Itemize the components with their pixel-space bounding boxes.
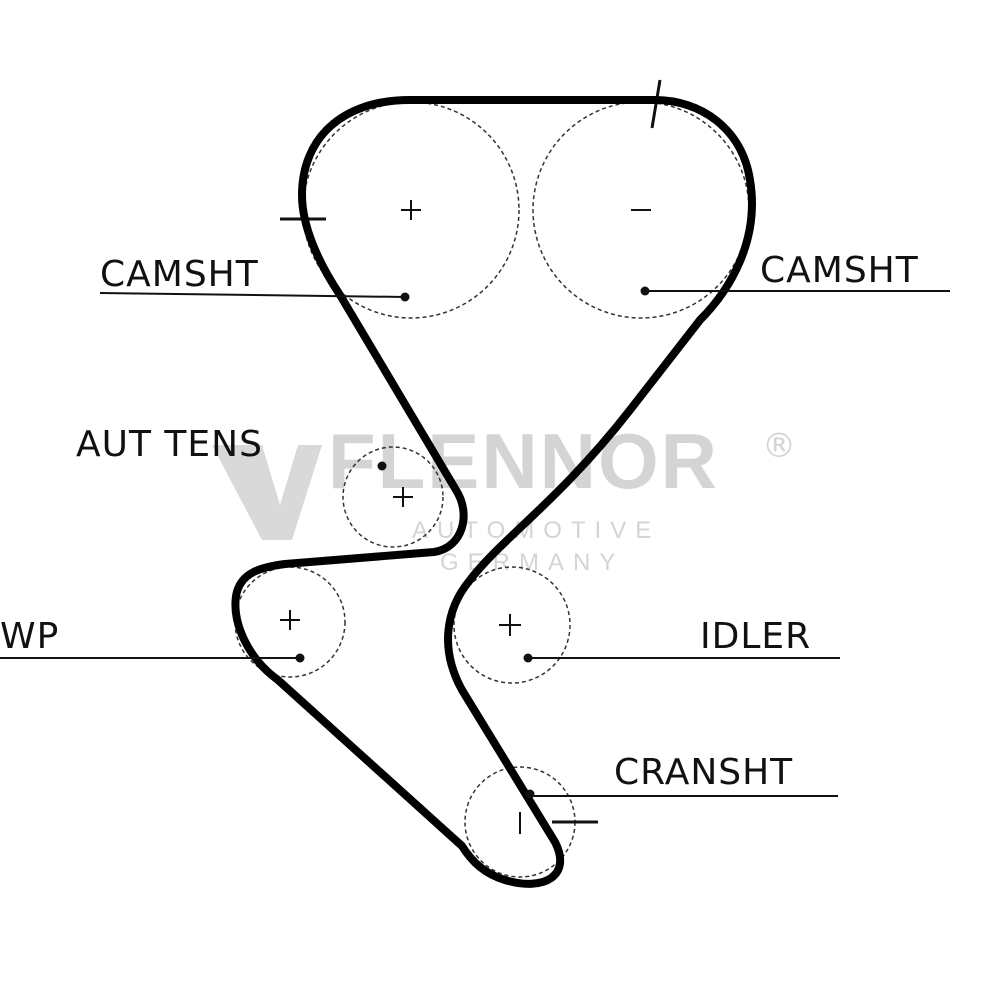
label-idler: IDLER — [700, 616, 811, 657]
label-crankshaft: CRANSHT — [614, 752, 793, 793]
label-water-pump: WP — [0, 616, 59, 657]
water-pump-pulley — [234, 566, 346, 678]
pulley-center-marks — [280, 200, 651, 834]
label-camshaft-left: CAMSHT — [100, 254, 259, 295]
auto-tensioner-pulley — [342, 446, 444, 548]
watermark-brand: FLENNOR — [328, 417, 719, 505]
label-camshaft-right: CAMSHT — [760, 250, 919, 291]
watermark-logo-icon — [212, 445, 322, 540]
watermark-tagline-1: AUTOMOTIVE — [412, 517, 660, 544]
label-auto-tensioner: AUT TENS — [76, 424, 263, 465]
watermark-tagline-2: GERMANY — [440, 549, 624, 576]
watermark-registered: ® — [762, 426, 796, 466]
leader-lines — [0, 286, 950, 799]
idler-pulley — [453, 566, 571, 684]
watermark: FLENNOR ® AUTOMOTIVE GERMANY — [212, 417, 796, 576]
auto-tensioner-leader-dot — [377, 461, 387, 471]
timing-belt — [231, 96, 756, 888]
camshaft-left-leader — [99, 292, 406, 298]
